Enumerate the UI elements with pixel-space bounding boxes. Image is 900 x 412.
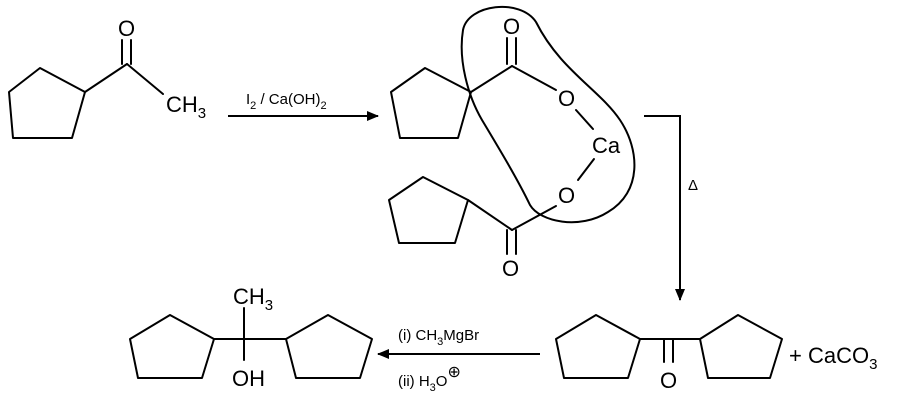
dicyclopentyl-ketone: O + CaCO3 bbox=[555, 314, 877, 393]
left-cyclopentane-ring bbox=[555, 314, 641, 379]
left-cyclopentane-ring bbox=[129, 314, 215, 379]
dicyclopentyl-methyl-carbinol: CH3 OH bbox=[129, 284, 373, 391]
methyl-label: CH3 bbox=[166, 92, 206, 122]
cyclopentane-ring bbox=[8, 67, 86, 139]
right-cyclopentane-ring bbox=[699, 314, 783, 379]
lower-cyclopentane-ring bbox=[388, 176, 469, 244]
reaction-step-1: I2 / Ca(OH)2 bbox=[228, 91, 379, 121]
reagent-hydronium: (ii) H3O⊕ bbox=[398, 364, 461, 394]
calcium-atom: Ca bbox=[592, 133, 621, 158]
carbonyl-oxygen: O bbox=[118, 16, 135, 41]
right-cyclopentane-ring bbox=[285, 314, 373, 379]
reaction-step-2: Δ bbox=[644, 115, 698, 301]
o-ca-bond bbox=[575, 109, 594, 130]
reaction-arrow-down bbox=[644, 115, 685, 301]
lower-carboxylate-oxygen: O bbox=[558, 183, 575, 208]
reactant-cyclopentyl-methyl-ketone: O CH3 bbox=[8, 16, 206, 139]
ring-carboxyl-bond bbox=[467, 199, 513, 231]
upper-carboxylate-oxygen: O bbox=[558, 86, 575, 111]
carboxylate-o-bond bbox=[511, 205, 557, 231]
ring-carbonyl-bond bbox=[84, 63, 128, 93]
methyl-bond bbox=[126, 63, 164, 95]
upper-carbonyl-oxygen: O bbox=[503, 14, 520, 39]
highlight-enclosure bbox=[460, 5, 636, 224]
calcium-cyclopentanecarboxylate: O O Ca O O bbox=[388, 5, 636, 281]
reagent-heat: Δ bbox=[688, 177, 698, 194]
calcium-carbonate-byproduct: + CaCO3 bbox=[789, 343, 877, 373]
upper-cyclopentane-ring bbox=[390, 67, 472, 139]
ketone-oxygen: O bbox=[660, 368, 677, 393]
ca-o-bond bbox=[577, 158, 595, 181]
lower-carbonyl-oxygen: O bbox=[502, 256, 519, 281]
methyl-label: CH3 bbox=[233, 284, 273, 314]
carboxylate-o-bond bbox=[511, 65, 557, 91]
reagent-iodine-calcium-hydroxide: I2 / Ca(OH)2 bbox=[246, 91, 327, 112]
hydroxyl-label: OH bbox=[232, 366, 265, 391]
reagent-methylmagnesium-bromide: (i) CH3MgBr bbox=[398, 327, 479, 348]
reaction-step-3: (i) CH3MgBr (ii) H3O⊕ bbox=[377, 327, 540, 394]
ring-carboxyl-bond bbox=[470, 65, 513, 93]
